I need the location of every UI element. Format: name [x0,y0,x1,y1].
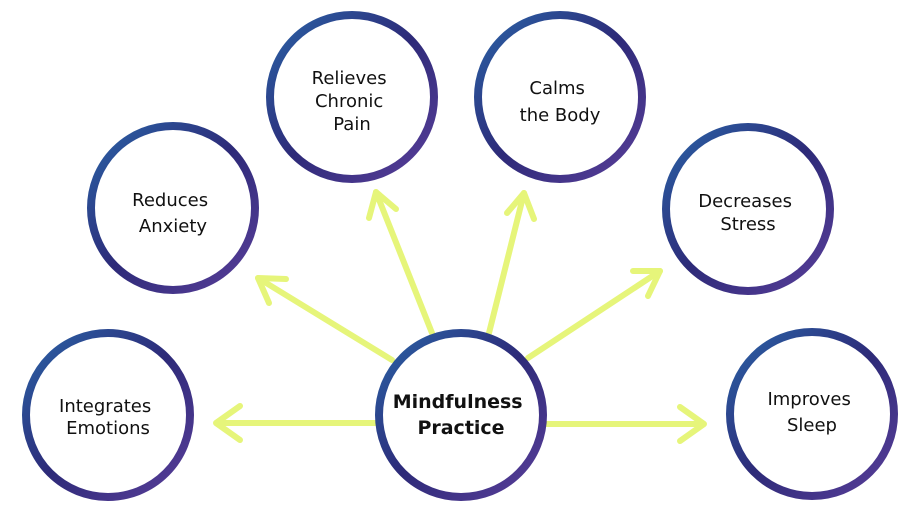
benefit-label: Calms the Body [520,78,601,126]
center-node-mindfulness-practice: Mindfulness Practice [375,329,547,501]
benefit-node-decreases-stress: Decreases Stress [662,123,834,295]
benefit-label: Relieves Chronic Pain [312,68,393,135]
arrow-to-integrates-emotions [213,403,381,443]
benefit-label: Reduces Anxiety [132,190,214,237]
arrows-group [213,189,707,444]
benefit-label: Integrates Emotions [59,396,157,439]
benefit-node-calms-the-body: Calms the Body [474,11,646,183]
center-label: Mindfulness Practice [393,391,530,439]
arrow-to-decreases-stress [525,268,663,361]
benefit-node-relieves-chronic-pain: Relieves Chronic Pain [266,11,438,183]
arrow-to-calms-the-body [486,190,537,336]
benefit-label: Decreases Stress [698,191,798,235]
arrow-to-relieves-chronic-pain [366,189,435,336]
benefit-label: Improves Sleep [767,389,856,436]
benefit-node-improves-sleep: Improves Sleep [726,328,898,500]
arrow-to-reduces-anxiety [255,275,395,363]
arrow-to-improves-sleep [543,404,707,444]
benefit-node-integrates-emotions: Integrates Emotions [22,329,194,501]
benefit-node-reduces-anxiety: Reduces Anxiety [87,122,259,294]
